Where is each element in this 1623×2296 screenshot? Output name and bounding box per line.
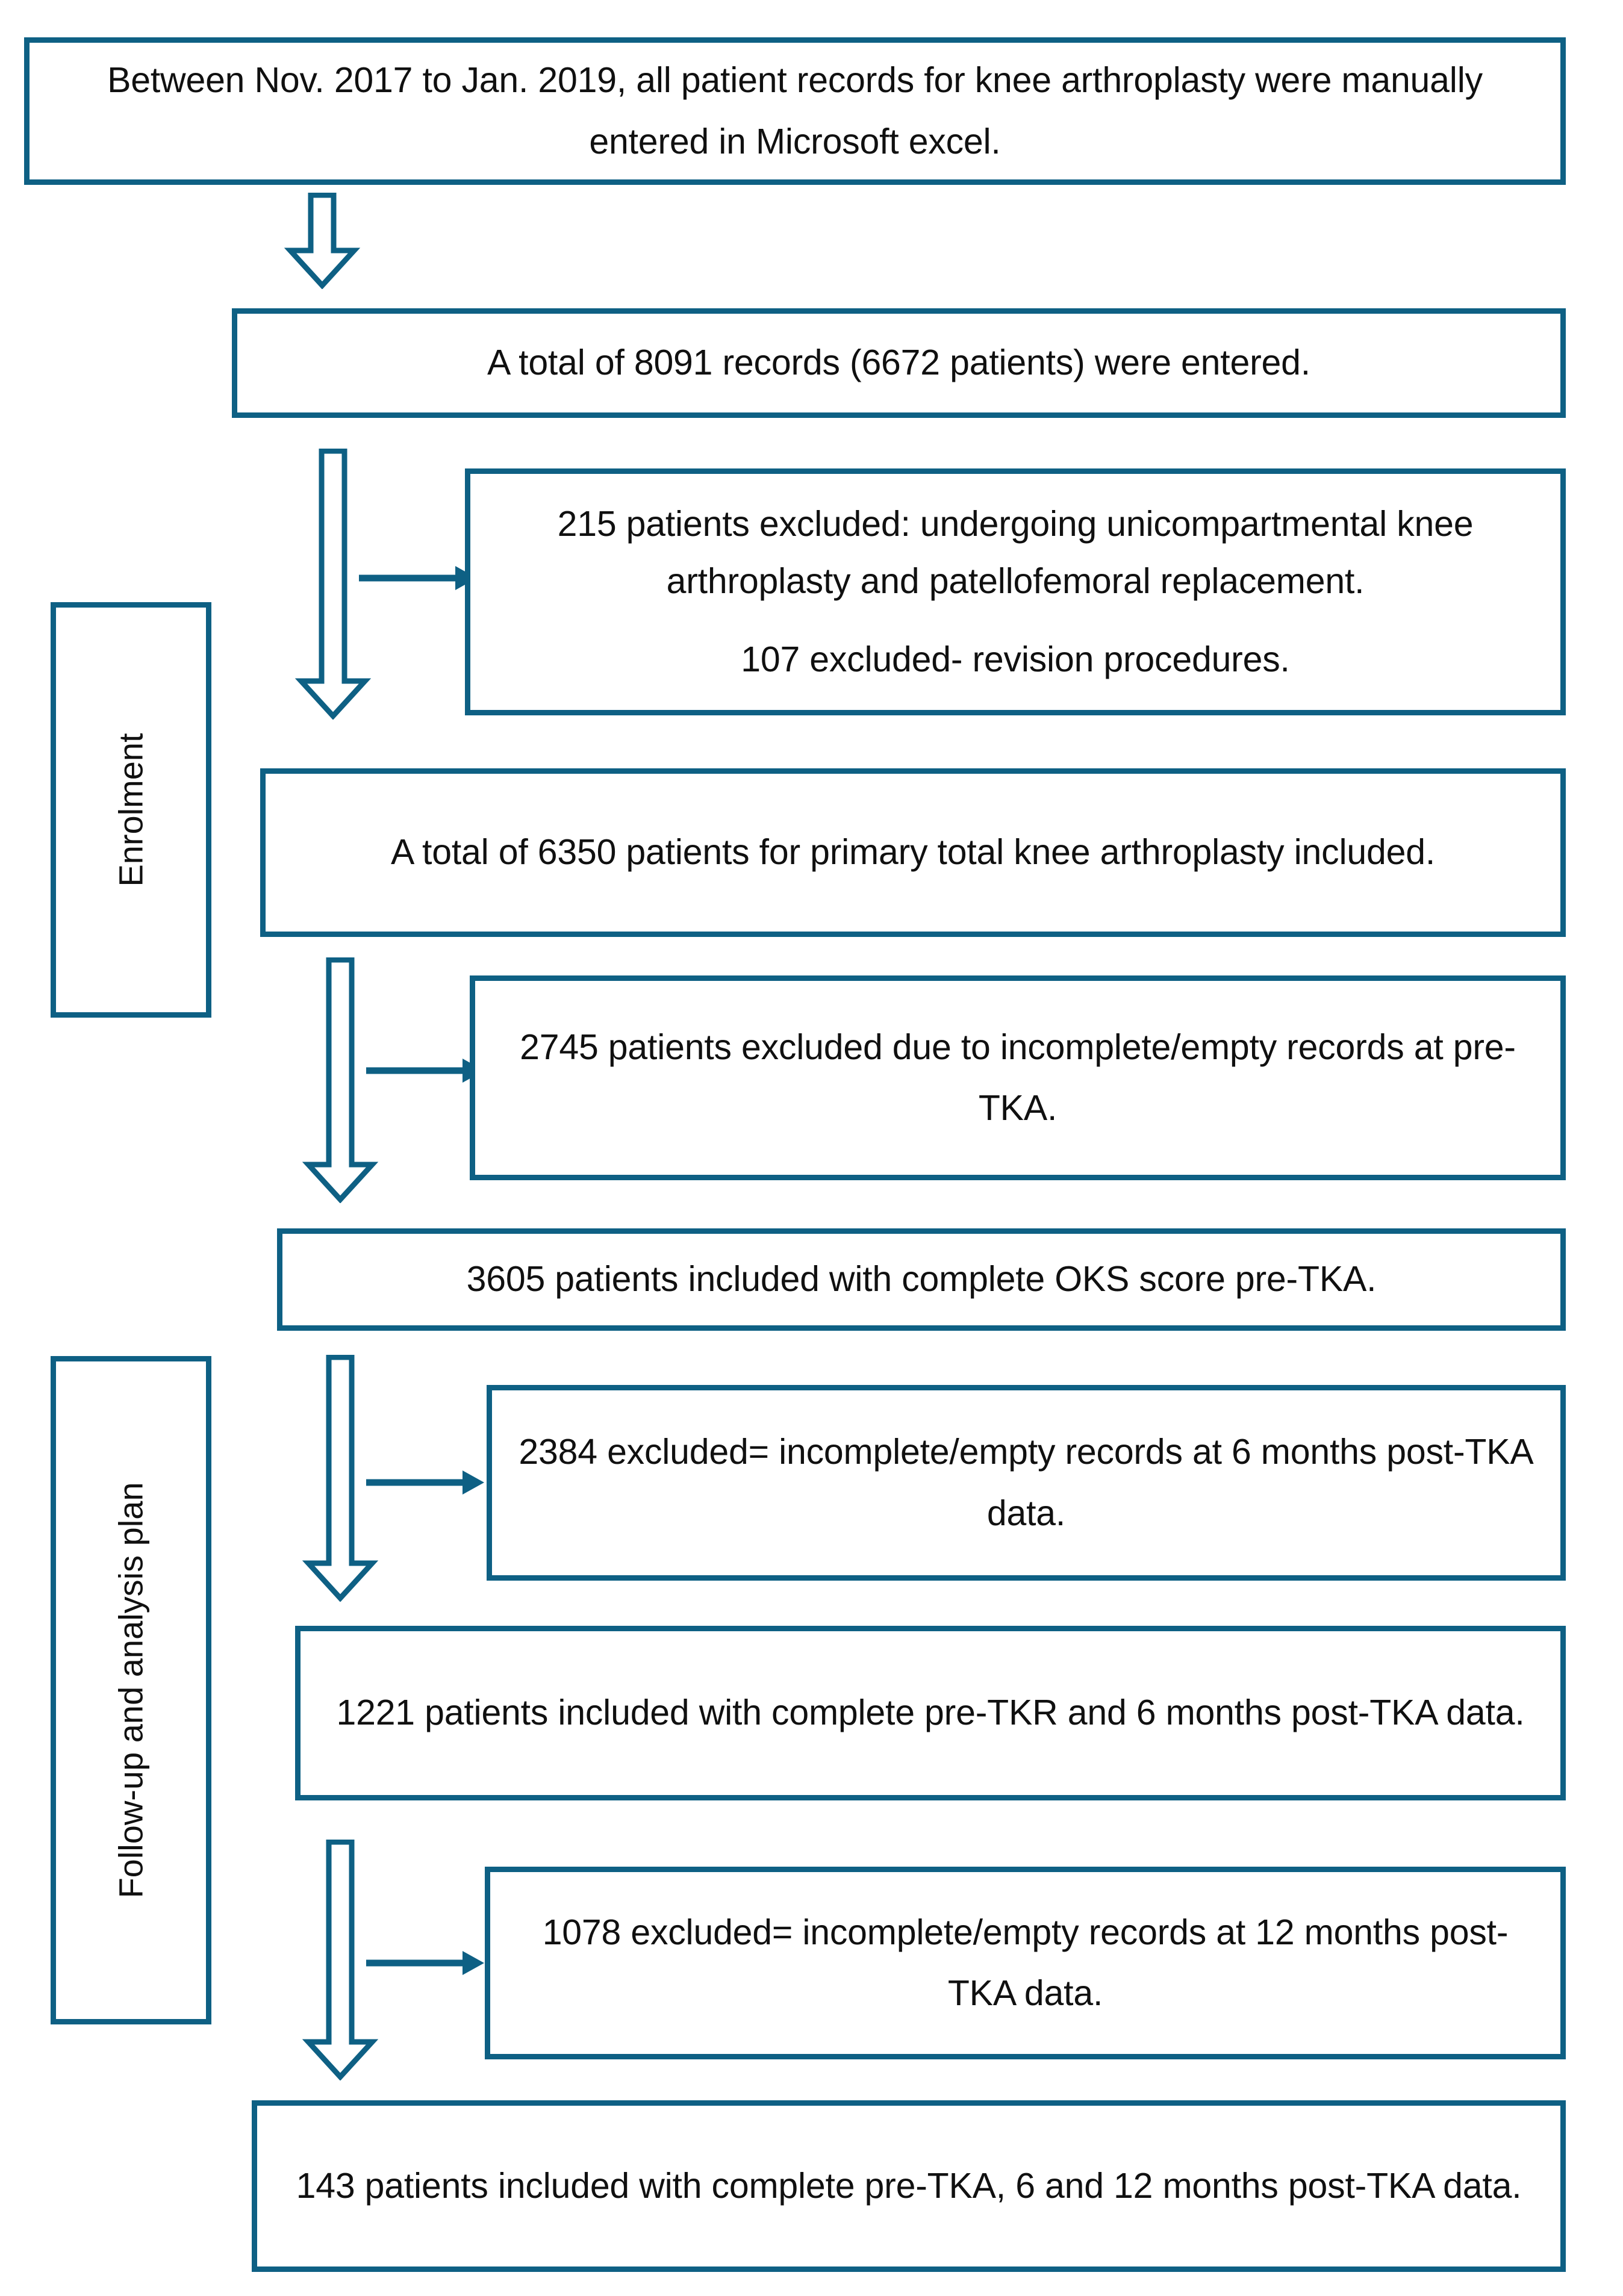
node-included-6mo: 1221 patients included with complete pre… [295, 1626, 1566, 1800]
node-excluded-12mo: 1078 excluded= incomplete/empty records … [485, 1867, 1566, 2059]
node-excluded-12mo-text: 1078 excluded= incomplete/empty records … [542, 1912, 1509, 2013]
node-excluded-uka-pfr: 215 patients excluded: undergoing unicom… [465, 468, 1566, 715]
node-excluded-6mo: 2384 excluded= incomplete/empty records … [487, 1385, 1566, 1581]
node-excluded-uka-pfr-line2: 107 excluded- revision procedures. [741, 639, 1290, 679]
node-primary-tka-included-text: A total of 6350 patients for primary tot… [390, 832, 1436, 873]
section-label-followup-text: Follow-up and analysis plan [111, 1482, 150, 1899]
node-included-6mo-text: 1221 patients included with complete pre… [336, 1693, 1525, 1733]
node-excluded-uka-pfr-line1: 215 patients excluded: undergoing unicom… [557, 503, 1474, 602]
node-primary-tka-included: A total of 6350 patients for primary tot… [260, 768, 1566, 937]
connector-arrow-down-3 [301, 957, 379, 1203]
section-label-enrolment: Enrolment [51, 602, 211, 1018]
node-oks-pre-tka-text: 3605 patients included with complete OKS… [466, 1259, 1377, 1299]
connector-arrow-down-1 [283, 193, 361, 289]
connector-arrow-down-5 [301, 1840, 379, 2080]
node-final-cohort-text: 143 patients included with complete pre-… [296, 2165, 1522, 2206]
node-source-records-text: Between Nov. 2017 to Jan. 2019, all pati… [107, 60, 1483, 161]
connector-branch-right-3 [366, 1464, 487, 1501]
node-excluded-pre-tka: 2745 patients excluded due to incomplete… [470, 975, 1566, 1180]
node-total-entered-text: A total of 8091 records (6672 patients) … [487, 343, 1310, 383]
connector-branch-right-1 [359, 560, 479, 596]
section-label-followup: Follow-up and analysis plan [51, 1356, 211, 2024]
connector-branch-right-2 [366, 1053, 487, 1089]
node-final-cohort: 143 patients included with complete pre-… [252, 2100, 1566, 2272]
node-total-entered: A total of 8091 records (6672 patients) … [232, 308, 1566, 418]
connector-branch-right-4 [366, 1945, 487, 1981]
connector-arrow-down-2 [294, 449, 372, 720]
connector-arrow-down-4 [301, 1355, 379, 1602]
section-label-enrolment-text: Enrolment [111, 733, 150, 887]
node-oks-pre-tka: 3605 patients included with complete OKS… [277, 1228, 1566, 1331]
node-source-records: Between Nov. 2017 to Jan. 2019, all pati… [24, 37, 1566, 185]
node-excluded-pre-tka-text: 2745 patients excluded due to incomplete… [520, 1027, 1516, 1128]
node-excluded-6mo-text: 2384 excluded= incomplete/empty records … [519, 1432, 1534, 1533]
